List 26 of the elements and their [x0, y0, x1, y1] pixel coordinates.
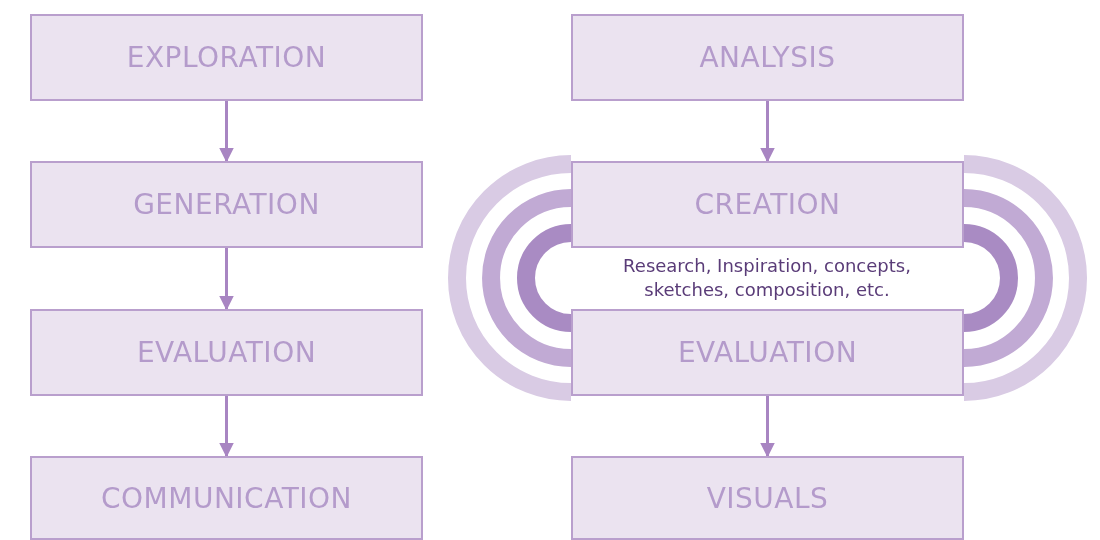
step-label: EXPLORATION	[126, 41, 327, 74]
cycle-arc	[963, 189, 1053, 367]
process-box	[571, 14, 964, 101]
step-label: COMMUNICATION	[101, 481, 352, 515]
process-box	[571, 309, 964, 396]
cycle-arc	[963, 155, 1087, 401]
process-box	[30, 456, 423, 540]
arrow	[760, 101, 775, 163]
process-box	[30, 14, 423, 101]
cycle-arc	[448, 155, 572, 401]
arrow	[219, 248, 234, 311]
step-label: VISUALS	[706, 481, 829, 515]
step-label: EVALUATION	[136, 336, 317, 369]
arrow	[760, 396, 775, 458]
arrow	[219, 396, 234, 458]
process-box	[571, 456, 964, 540]
process-box	[30, 161, 423, 248]
step-label: CREATION	[694, 188, 841, 221]
step-label: EVALUATION	[677, 336, 858, 369]
cycle-arc	[963, 224, 1018, 332]
arrow	[219, 101, 234, 163]
step-label: ANALYSIS	[699, 41, 836, 74]
step-label: GENERATION	[133, 188, 320, 221]
process-box	[571, 161, 964, 248]
process-box	[30, 309, 423, 396]
note-text: Research, Inspiration, concepts, sketches, composition, etc.	[622, 254, 912, 302]
